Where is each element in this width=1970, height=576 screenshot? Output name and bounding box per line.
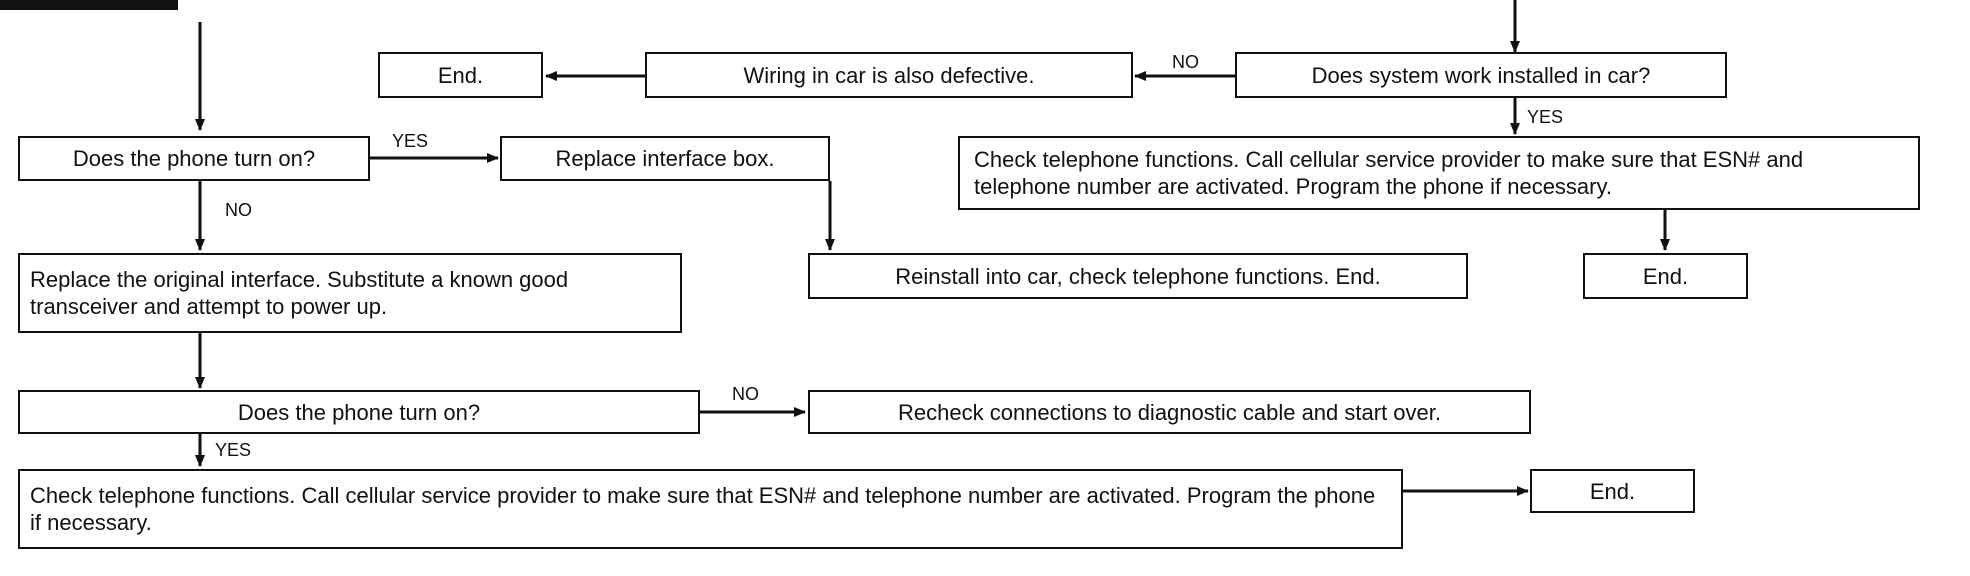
- yes-label-phone-1: YES: [392, 131, 429, 151]
- wiring-defective-box: Wiring in car is also defective.: [645, 52, 1133, 98]
- replace-original-interface-box: Replace the original interface. Substitu…: [18, 253, 682, 333]
- yes-label-phone-2: YES: [215, 440, 252, 460]
- check-functions-box-bottom: Check telephone functions. Call cellular…: [18, 469, 1403, 549]
- end-box-right: End.: [1583, 253, 1748, 299]
- end-box-bottom: End.: [1530, 469, 1695, 513]
- yes-label-system: YES: [1527, 107, 1564, 127]
- no-label-phone-2: NO: [732, 384, 759, 404]
- recheck-connections-box: Recheck connections to diagnostic cable …: [808, 390, 1531, 434]
- check-functions-box-right: Check telephone functions. Call cellular…: [958, 136, 1920, 210]
- end-box-top-left: End.: [378, 52, 543, 98]
- header-tab: [0, 0, 178, 10]
- phone-turn-on-box-2: Does the phone turn on?: [18, 390, 700, 434]
- reinstall-into-car-box: Reinstall into car, check telephone func…: [808, 253, 1468, 299]
- no-label-phone-1: NO: [225, 200, 252, 220]
- system-works-in-car-box: Does system work installed in car?: [1235, 52, 1727, 98]
- replace-interface-box: Replace interface box.: [500, 136, 830, 181]
- phone-turn-on-box-1: Does the phone turn on?: [18, 136, 370, 181]
- no-label-system: NO: [1172, 52, 1199, 72]
